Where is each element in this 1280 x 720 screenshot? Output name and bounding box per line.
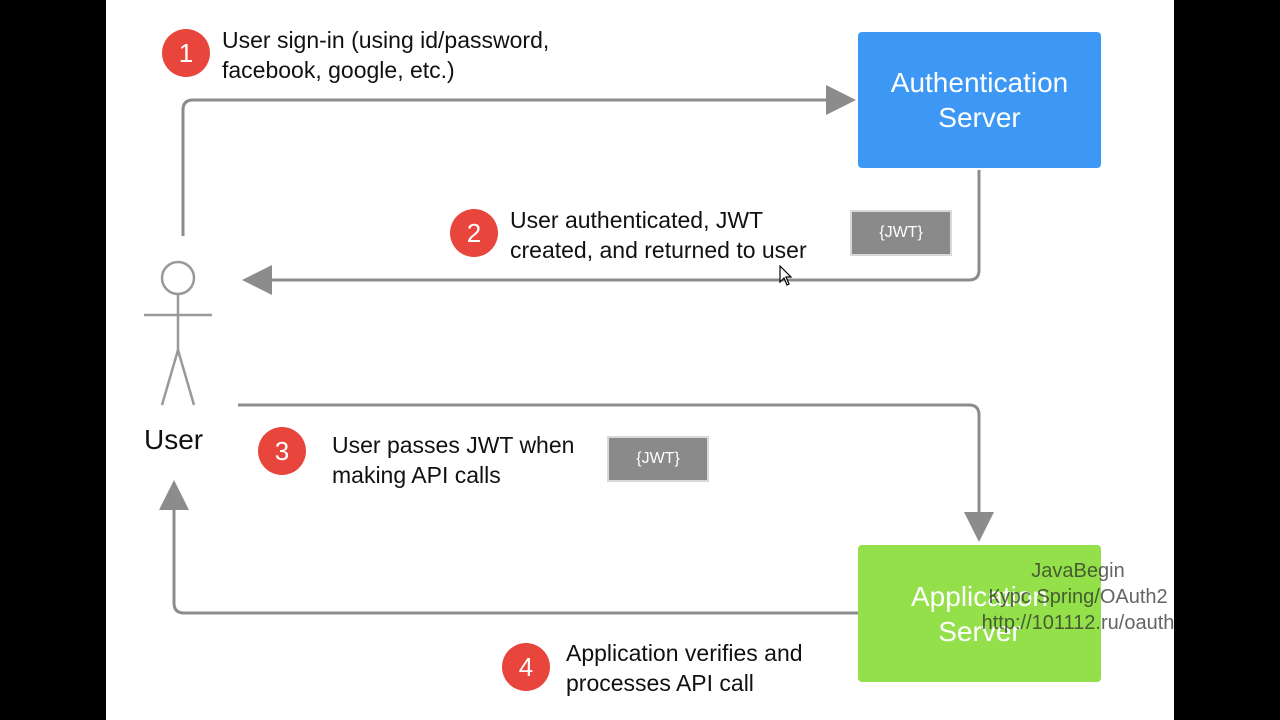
jwt-token-2: {JWT} — [609, 438, 707, 480]
application-server-node: Application Server — [858, 545, 1101, 682]
jwt-token-1: {JWT} — [852, 212, 950, 254]
step-3-badge: 3 — [258, 427, 306, 475]
step-3-text: User passes JWT when making API calls — [332, 432, 575, 488]
mouse-cursor-icon — [779, 265, 793, 286]
arrow-api-call — [238, 403, 994, 542]
arrow-jwt-return — [242, 170, 981, 295]
user-label: User — [144, 424, 204, 455]
user-actor-icon — [144, 260, 212, 406]
step-4-badge: 4 — [502, 643, 550, 691]
arrow-signin — [181, 85, 856, 236]
step-2-badge: 2 — [450, 209, 498, 257]
step-1-text: User sign-in (using id/password, faceboo… — [222, 27, 550, 83]
step-4-text: Application verifies and processes API c… — [566, 640, 803, 696]
step-2-text: User authenticated, JWT created, and ret… — [510, 207, 807, 263]
authentication-server-node: Authentication Server — [858, 32, 1101, 168]
watermark: JavaBegin Курс Spring/OAuth2 http://1011… — [981, 560, 1175, 634]
arrow-response — [159, 480, 858, 615]
step-1-badge: 1 — [162, 29, 210, 77]
